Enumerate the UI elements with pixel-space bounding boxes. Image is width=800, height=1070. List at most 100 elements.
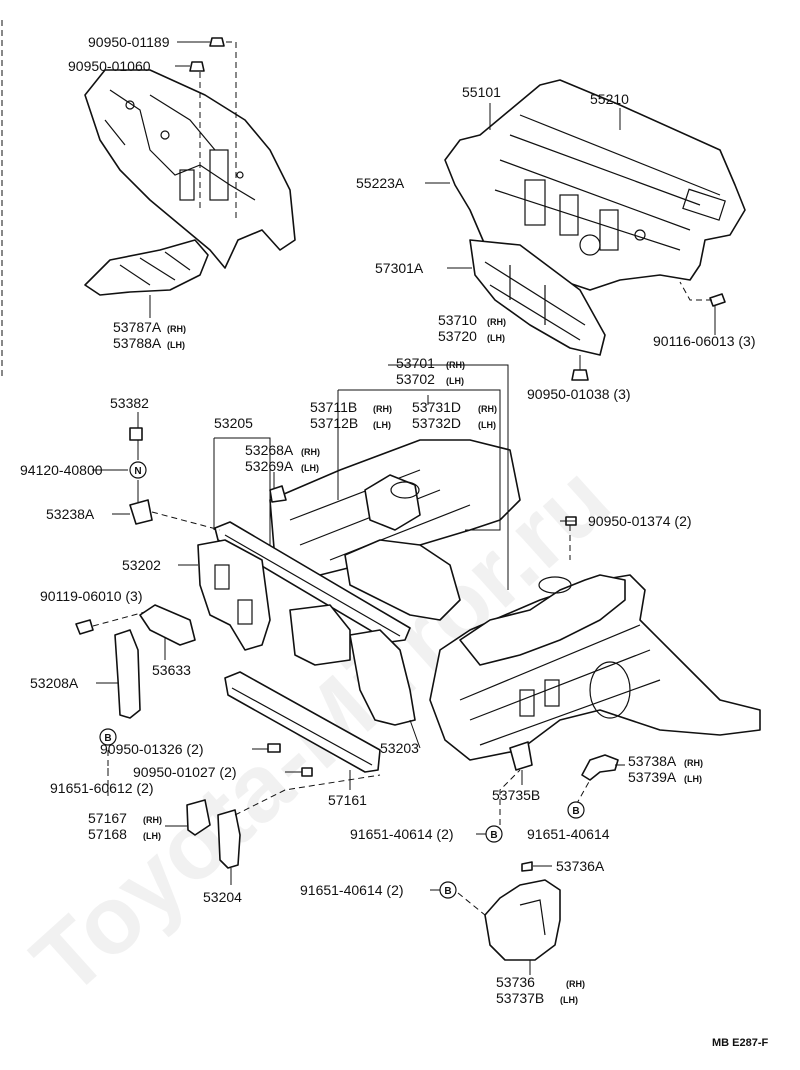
clip-90950-01189 <box>209 37 225 47</box>
label-53633: 53633 <box>152 662 191 678</box>
label-91651-40614-2a: 91651-40614 (2) <box>350 826 454 842</box>
label-91651-60612: 91651-60612 (2) <box>50 780 154 796</box>
suffix-53737b-lh: (LH) <box>560 995 578 1005</box>
dashline-brace <box>234 774 381 816</box>
clip-53736a <box>521 861 533 872</box>
suffix-53788a-lh: (LH) <box>167 340 185 350</box>
liner-53736-part <box>484 879 561 961</box>
svg-text:B: B <box>104 733 111 744</box>
label-57167: 57167 <box>88 810 127 826</box>
stay-53208a-part <box>114 629 141 719</box>
suffix-53738a-rh: (RH) <box>684 758 703 768</box>
nut-90950-01038 <box>571 369 589 381</box>
label-90950-01189: 90950-01189 <box>88 34 170 50</box>
label-55101: 55101 <box>462 84 501 100</box>
label-53204: 53204 <box>203 889 242 905</box>
label-53205: 53205 <box>214 415 253 431</box>
label-53735b: 53735B <box>492 787 540 803</box>
clip-90950-01027 <box>301 767 313 777</box>
suffix-53720-lh: (LH) <box>487 333 505 343</box>
bracket-57167-part <box>186 799 211 836</box>
dash-insulator-part <box>84 69 296 269</box>
label-53712b: 53712B <box>310 415 358 431</box>
brace-53204-part <box>217 809 241 869</box>
suffix-53269a-lh: (LH) <box>301 463 319 473</box>
label-55223a: 55223A <box>356 175 405 191</box>
label-53711b: 53711B <box>310 399 357 415</box>
label-53788a: 53788A <box>113 335 162 351</box>
plate-57301a-part <box>469 239 606 356</box>
label-57161: 57161 <box>328 792 367 808</box>
dash-panel-part <box>444 79 746 291</box>
crossmember-57161-part <box>224 671 381 773</box>
label-57168: 57168 <box>88 826 127 842</box>
label-91651-40614-2b: 91651-40614 (2) <box>300 882 404 898</box>
bracket-53633-part <box>139 604 196 646</box>
marker-b-mid: B <box>485 825 503 843</box>
suffix-53710-rh: (RH) <box>487 317 506 327</box>
label-53203: 53203 <box>380 740 419 756</box>
label-53737b: 53737B <box>496 990 544 1006</box>
label-90116-06013: 90116-06013 (3) <box>653 333 755 349</box>
label-53739a: 53739A <box>628 769 677 785</box>
bolt-53382 <box>129 427 143 441</box>
svg-text:B: B <box>572 806 579 817</box>
label-90950-01027: 90950-01027 (2) <box>133 764 237 780</box>
marker-n-94120: N <box>129 461 147 479</box>
suffix-53702-lh: (LH) <box>446 376 464 386</box>
shield-53738a-part <box>581 754 619 781</box>
marker-b-liner: B <box>439 881 457 899</box>
bracket-53735b-part <box>509 741 533 771</box>
hinge-53238a-part <box>129 499 153 525</box>
suffix-53732d-lh: (LH) <box>478 420 496 430</box>
suffix-53739a-lh: (LH) <box>684 774 702 784</box>
label-90950-01326: 90950-01326 (2) <box>100 741 204 757</box>
label-53268a: 53268A <box>245 442 294 458</box>
label-53238a: 53238A <box>46 506 95 522</box>
label-53702: 53702 <box>396 371 435 387</box>
suffix-57167-rh: (RH) <box>143 815 162 825</box>
support-53202-part <box>197 539 271 651</box>
suffix-53736-rh: (RH) <box>566 979 585 989</box>
dashline-bolt-90116 <box>679 281 712 301</box>
part-labels: 90950-01189 90950-01060 53787A (RH) 5378… <box>20 34 769 1049</box>
label-53787a: 53787A <box>113 319 162 335</box>
label-90950-01038: 90950-01038 (3) <box>527 386 631 402</box>
suffix-53787a-rh: (RH) <box>167 324 186 334</box>
suffix-57168-lh: (LH) <box>143 831 161 841</box>
suffix-53701-rh: (RH) <box>446 360 465 370</box>
bolt-90116-06013 <box>709 293 726 307</box>
seal-53787a-part <box>84 239 209 296</box>
dashline-hinge <box>151 511 221 531</box>
dashline-b-mid <box>499 769 521 835</box>
diagram-code-caption: MB E287-F <box>712 1037 769 1049</box>
marker-b-left: B <box>99 728 117 746</box>
label-53738a: 53738A <box>628 753 677 769</box>
bolt-90119-06010 <box>75 619 94 635</box>
label-53732d: 53732D <box>412 415 461 431</box>
dashline-b-liner <box>457 892 486 916</box>
suffix-53268a-rh: (RH) <box>301 447 320 457</box>
label-53736a: 53736A <box>556 858 605 874</box>
label-53269a: 53269A <box>245 458 294 474</box>
label-53710: 53710 <box>438 312 477 328</box>
label-90950-01060: 90950-01060 <box>68 58 151 74</box>
dashline-clip-1 <box>226 41 237 220</box>
label-53701: 53701 <box>396 355 435 371</box>
svg-text:N: N <box>134 466 141 477</box>
clip-90950-01060 <box>189 61 205 72</box>
suffix-53712b-lh: (LH) <box>373 420 391 430</box>
label-53208a: 53208A <box>30 675 79 691</box>
svg-text:B: B <box>444 886 451 897</box>
leader-lines <box>92 41 716 975</box>
lock-53268a-part <box>269 485 287 503</box>
label-91651-40614: 91651-40614 <box>527 826 610 842</box>
support-53205-part <box>214 521 411 643</box>
suffix-53711b-rh: (RH) <box>373 404 392 414</box>
label-55210: 55210 <box>590 91 629 107</box>
label-53202: 53202 <box>122 557 161 573</box>
dashline-bolt-90119 <box>92 611 146 627</box>
label-90119-06010: 90119-06010 (3) <box>40 588 142 604</box>
